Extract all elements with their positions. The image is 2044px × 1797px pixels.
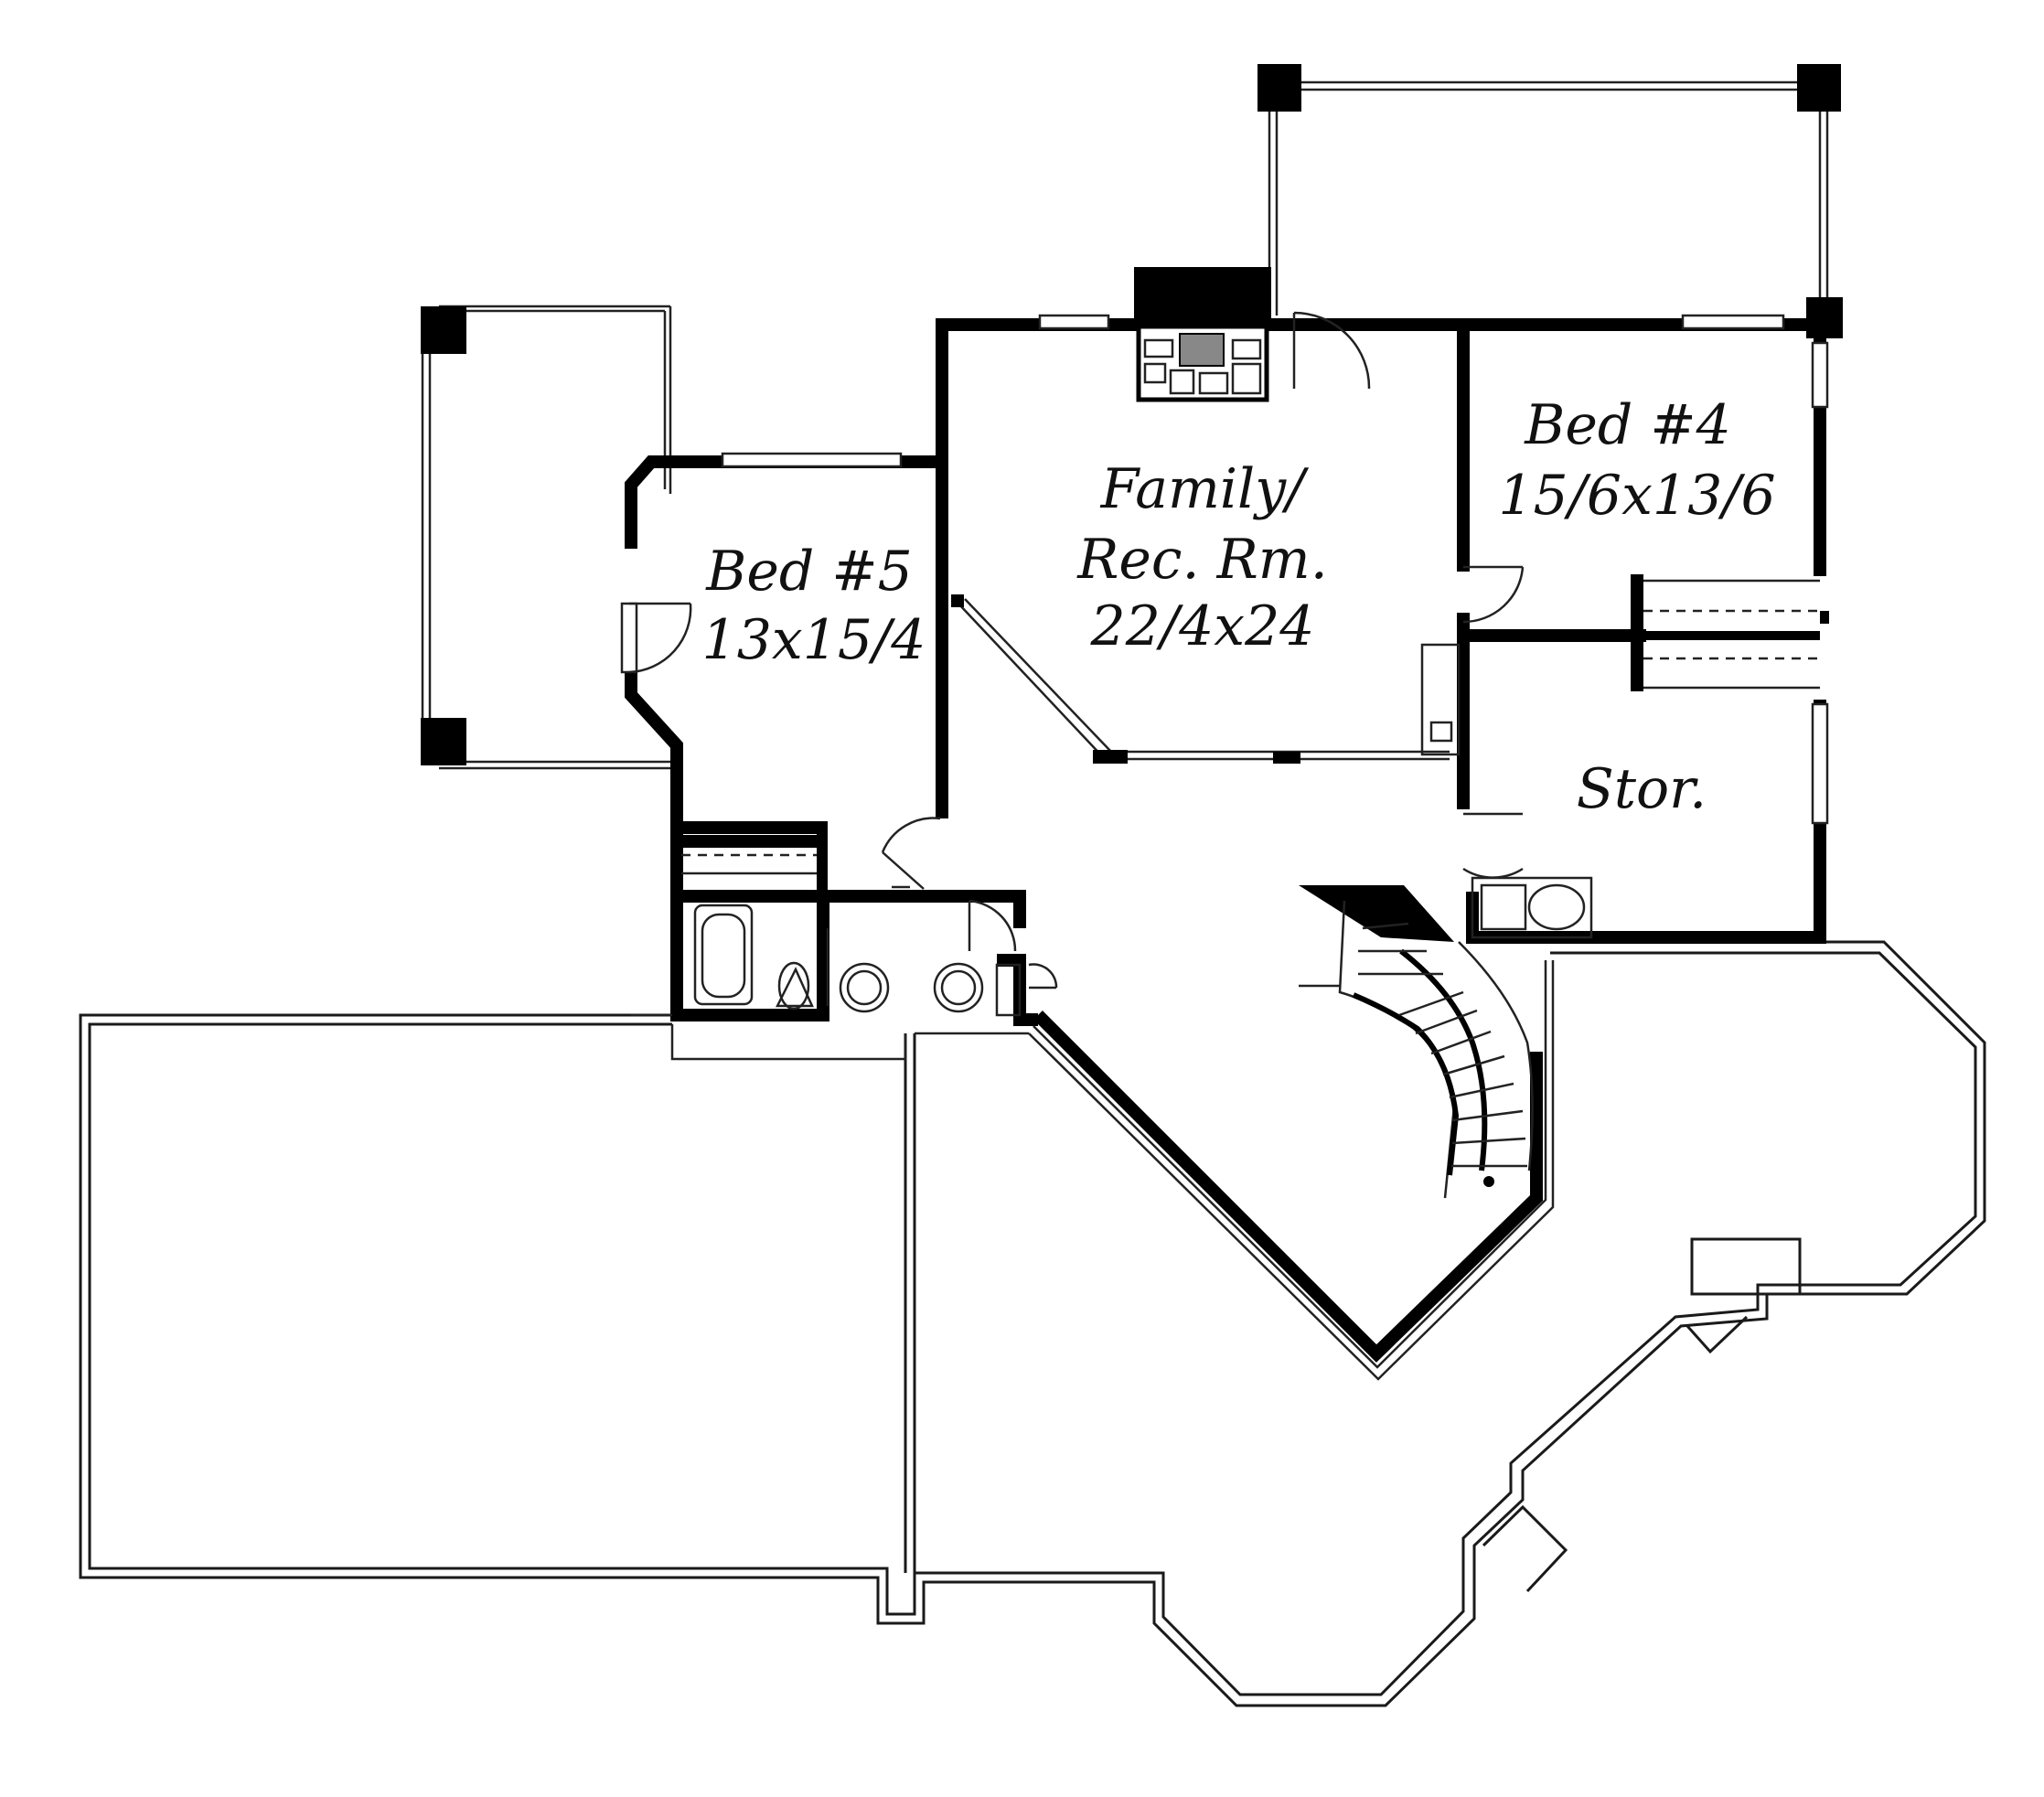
stor-name: Stor. [1577,757,1707,821]
window [1038,314,1110,330]
window [721,452,903,468]
sink [933,962,984,1013]
family-name-line1: Family/ [1100,457,1311,521]
family-size: 22/4x24 [1090,594,1315,658]
window [1811,702,1829,825]
window [1811,341,1829,409]
doors [628,311,1525,989]
thin-lines [631,594,1555,1381]
post [1797,64,1841,112]
closet-bed5 [681,828,828,905]
post [421,718,466,765]
pergola-top [1257,64,1843,338]
pergola-left [421,305,672,770]
laundry [1471,876,1593,939]
family-name-line2: Rec. Rm. [1076,528,1328,592]
fireplace [1134,267,1271,402]
bed4-size: 15/6x13/6 [1498,464,1775,528]
closet-bed4 [1631,574,1820,691]
bathroom [693,885,1022,1017]
bed4-name: Bed #4 [1524,393,1731,457]
stair [1299,885,1534,1199]
post [421,306,466,354]
toilet [775,967,814,1008]
terrace-outline [79,940,1986,1707]
window [1681,314,1785,330]
bed5-name: Bed #5 [705,540,913,604]
bathtub [693,904,754,1006]
post [1257,64,1301,112]
sink [839,962,890,1013]
bed5-size: 13x15/4 [702,608,926,672]
room-labels: Bed #5 13x15/4 Family/ Rec. Rm. 22/4x24 … [702,393,1776,821]
window [620,602,638,674]
windows [620,314,1829,825]
